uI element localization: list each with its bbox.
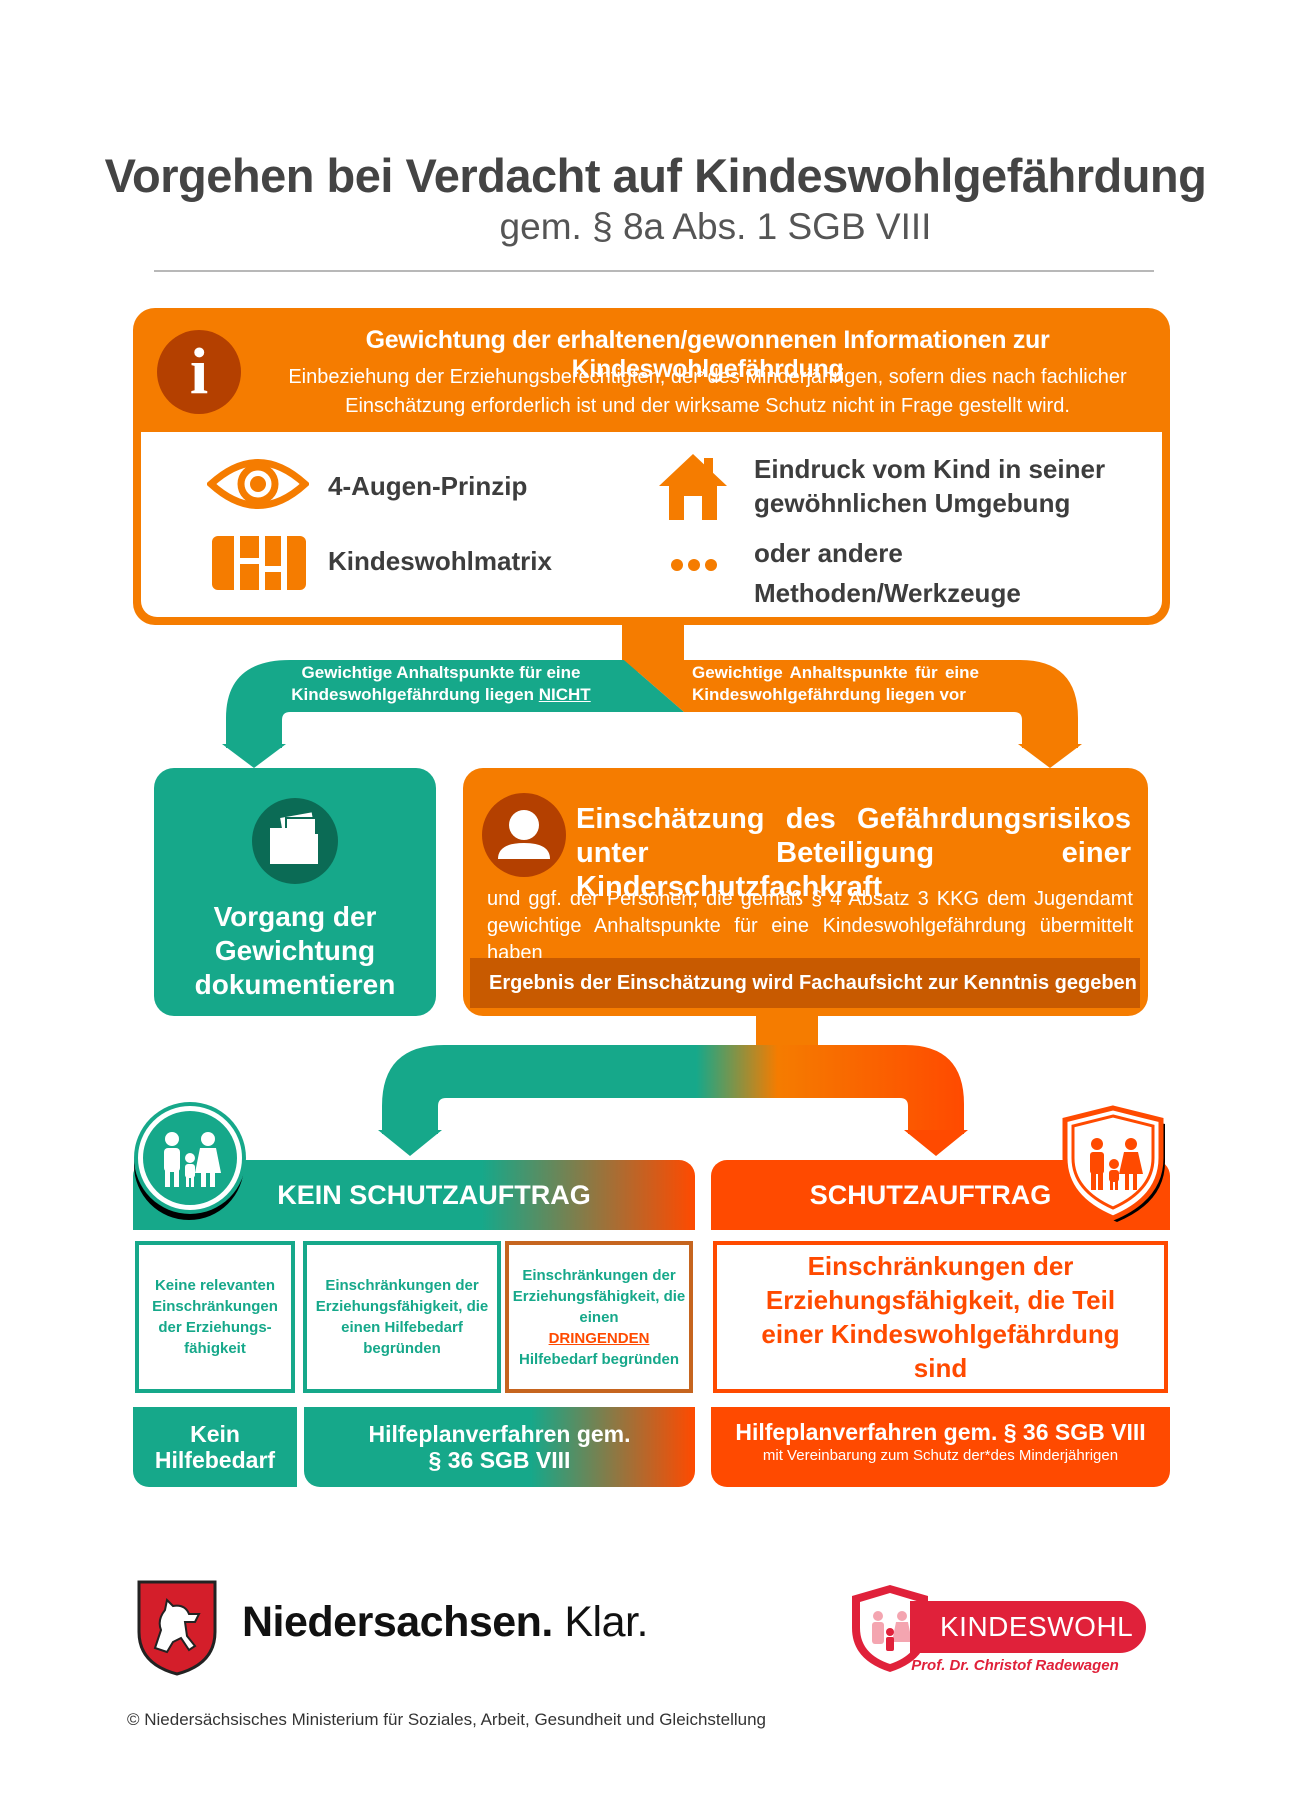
branch-label-vor: Gewichtige Anhaltspunkte für eine Kindes… [692, 663, 979, 704]
niedersachsen-logo: Niedersachsen. Klar. [242, 1598, 648, 1646]
kindeswohl-author: Prof. Dr. Christof Radewagen [911, 1657, 1119, 1674]
branch-label-nicht: Gewichtige Anhaltspunkte für eine Kindes… [291, 663, 591, 726]
assessment-description: und ggf. der Personen, die gemäß § 4 Abs… [487, 888, 1133, 964]
family-shield-icon [1062, 1105, 1165, 1222]
info-heading: Gewichtung der erhaltenen/gewonnenen Inf… [365, 326, 1050, 383]
house-icon [659, 454, 727, 520]
niedersachsen-crest-icon [137, 1580, 217, 1676]
method-umgebung: Eindruck vom Kind in seiner gewöhnlichen… [754, 454, 1106, 518]
arc-left-green [226, 660, 684, 748]
kein-schutzauftrag-title: KEIN SCHUTZAUFTRAG [277, 1180, 591, 1210]
result-schutz-sub: mit Vereinbarung zum Schutz der*des Mind… [762, 1447, 1119, 1464]
result-schutz: Hilfeplanverfahren gem. § 36 SGB VIII mi… [711, 1407, 1170, 1487]
method-matrix: Kindeswohlmatrix [328, 546, 552, 576]
methods-panel [141, 432, 1162, 617]
result-hilfeplan: Hilfeplanverfahren gem. § 36 SGB VIII [304, 1407, 695, 1487]
info-icon: i [157, 330, 241, 414]
title-divider [154, 270, 1154, 272]
arrow-right-1 [1018, 744, 1082, 768]
criteria-keine: Keine relevanten Einschränkungen der Erz… [135, 1241, 295, 1393]
result-kein-hilfebedarf: Kein Hilfebedarf [133, 1407, 297, 1487]
document-card-text: Vorgang der Gewichtung dokumentieren [194, 901, 396, 1000]
method-andere: oder andere Methoden/Werkzeuge [754, 538, 1021, 608]
eye-icon [207, 459, 309, 509]
kindeswohl-shield-icon [852, 1585, 928, 1672]
criteria-schutz: Einschränkungen der Erziehungsfähigkeit,… [713, 1241, 1168, 1393]
arrow-left-1 [222, 744, 286, 768]
page-title: Vorgehen bei Verdacht auf Kindeswohlgefä… [104, 149, 1207, 202]
more-icon [671, 559, 717, 571]
criteria-hilfebedarf: Einschränkungen der Erziehungsfähigkeit,… [303, 1241, 501, 1393]
person-icon [482, 793, 566, 877]
arc-right-orange [624, 660, 1078, 748]
kindeswohl-logo-text: KINDESWOHL [910, 1601, 1146, 1653]
assessment-band: Ergebnis der Einschätzung wird Fachaufsi… [470, 958, 1140, 1008]
assessment-heading: Einschätzung des Gefährdungsrisikos unte… [576, 803, 1131, 903]
copyright-footer: © Niedersächsisches Ministerium für Sozi… [127, 1710, 766, 1729]
matrix-icon [212, 536, 306, 590]
folder-icon [252, 798, 338, 884]
info-description: Einbeziehung der Erziehungsberechtigten,… [288, 366, 1127, 417]
arrow-left-2 [378, 1130, 442, 1156]
family-icon [138, 1106, 242, 1210]
result-schutz-title: Hilfeplanverfahren gem. § 36 SGB VIII [735, 1419, 1146, 1445]
method-4-augen: 4-Augen-Prinzip [328, 471, 528, 501]
page-subtitle: gem. § 8a Abs. 1 SGB VIII [499, 206, 932, 247]
schutzauftrag-title: SCHUTZAUFTRAG [809, 1180, 1052, 1210]
arrow-right-2 [904, 1130, 968, 1156]
criteria-dringend: Einschränkungen der Erziehungsfähigkeit,… [505, 1241, 693, 1393]
arc-2 [382, 1045, 964, 1134]
